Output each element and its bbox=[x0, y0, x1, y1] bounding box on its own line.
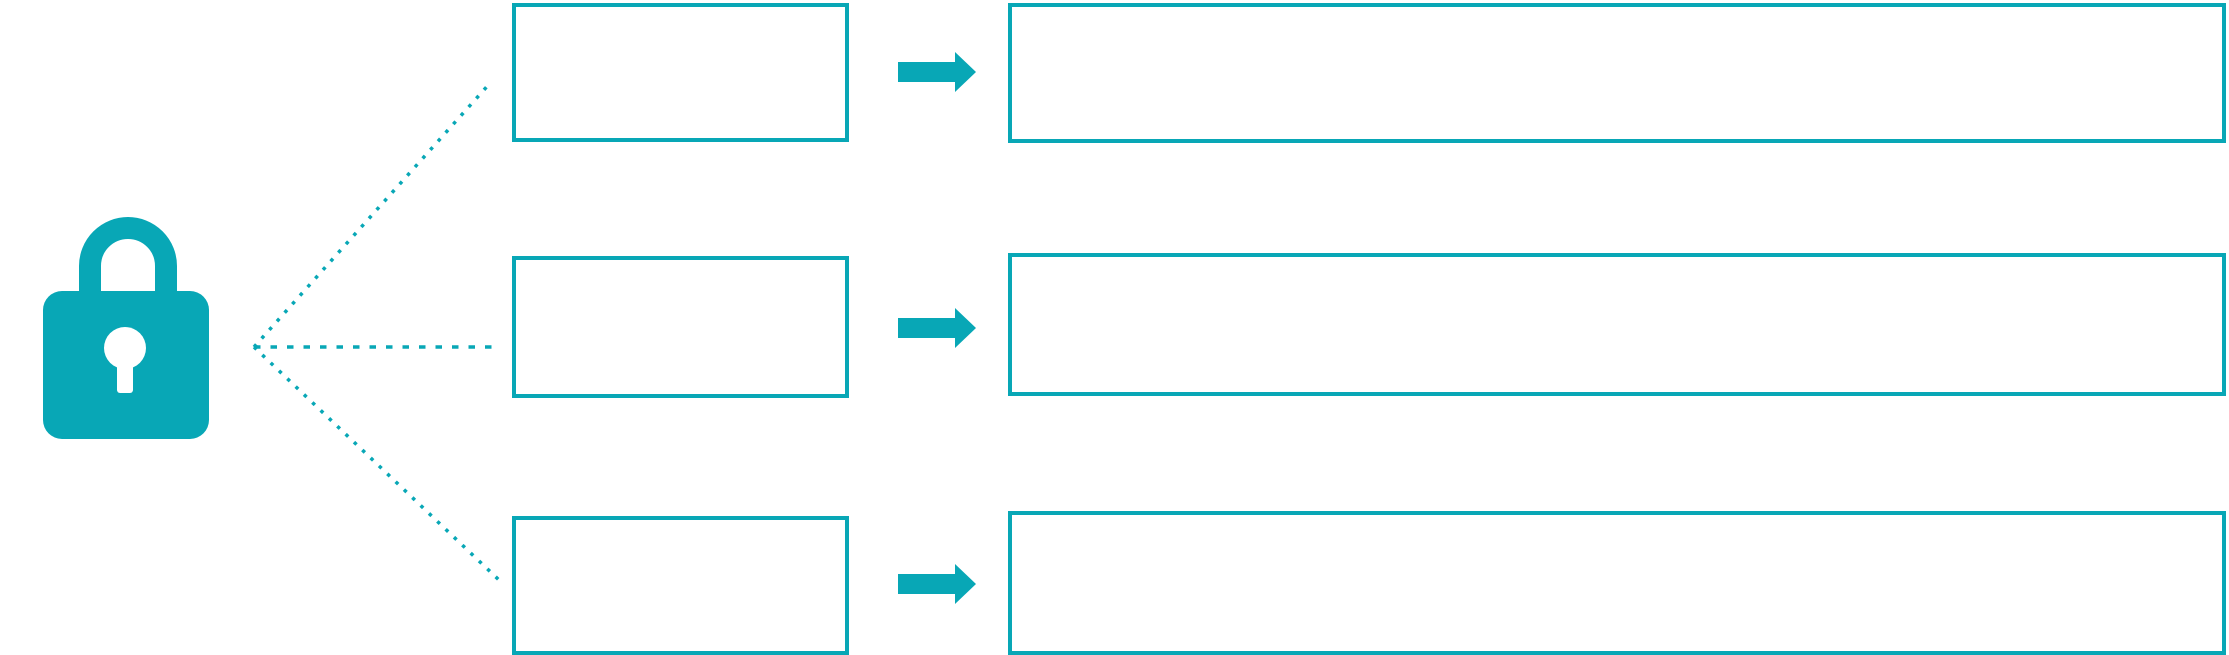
branch-box-1 bbox=[512, 3, 849, 142]
arrow-right-icon bbox=[898, 52, 976, 92]
arrow-right-icon bbox=[898, 564, 976, 604]
arrow-right-icon bbox=[898, 308, 976, 348]
lock-icon bbox=[43, 217, 209, 439]
branch-box-2 bbox=[512, 256, 849, 398]
connector-line-bottom bbox=[252, 345, 501, 582]
detail-box-3 bbox=[1008, 511, 2226, 655]
detail-box-2 bbox=[1008, 253, 2226, 396]
branch-box-3 bbox=[512, 516, 849, 655]
detail-box-1 bbox=[1008, 3, 2226, 143]
connector-line-top bbox=[252, 80, 493, 349]
